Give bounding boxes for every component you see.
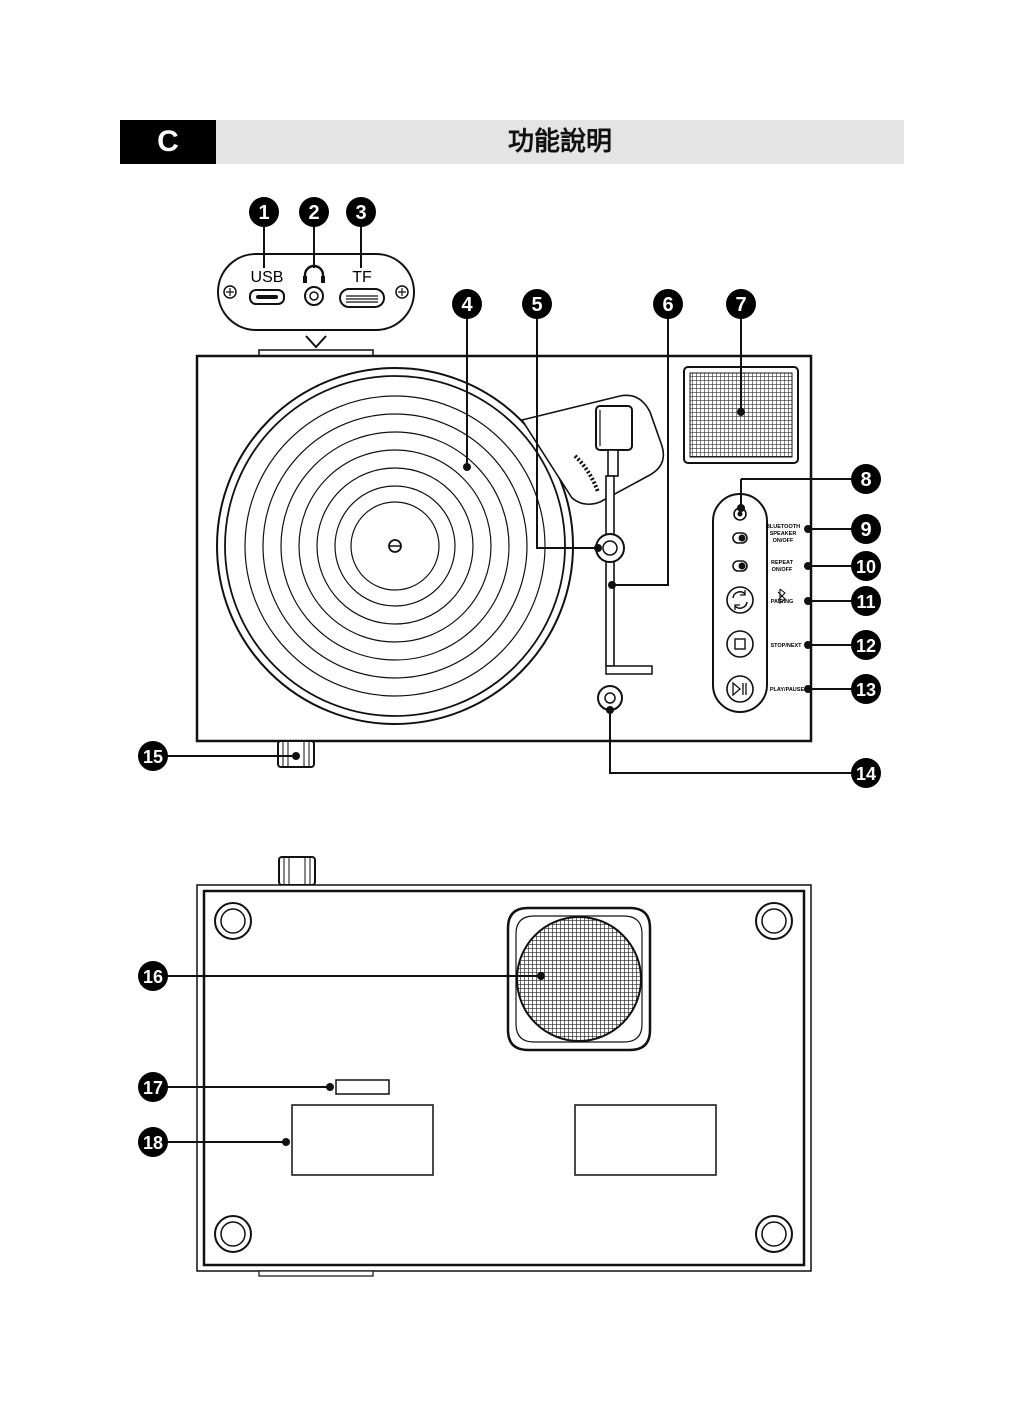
callout-17: 17	[138, 1072, 168, 1102]
svg-text:1: 1	[258, 202, 269, 224]
leader-lines-bottom	[153, 975, 541, 1143]
leader-dots-top	[292, 408, 812, 760]
svg-text:15: 15	[143, 747, 163, 767]
rubber-foot	[755, 902, 793, 940]
svg-text:10: 10	[856, 557, 876, 577]
tonearm[interactable]	[605, 475, 653, 675]
rating-label	[335, 1079, 390, 1095]
svg-text:17: 17	[143, 1078, 163, 1098]
tf-card-slot[interactable]	[339, 288, 385, 308]
header-bar	[216, 120, 904, 164]
callout-11: 11	[851, 586, 881, 616]
repeat-button[interactable]	[726, 586, 754, 614]
turntable-body-bottom	[196, 884, 812, 1272]
callout-18: 18	[138, 1127, 168, 1157]
bluetooth-switch[interactable]	[732, 532, 748, 544]
bluetooth-label-line1: BLUETOOTH	[766, 524, 800, 530]
callout-3: 3	[346, 197, 376, 227]
headphone-jack[interactable]	[304, 286, 324, 306]
compartment-cover-right	[574, 1104, 717, 1176]
svg-text:14: 14	[856, 764, 876, 784]
callout-1: 1	[249, 197, 279, 227]
speaker-grille-bottom	[506, 906, 652, 1052]
tonearm-base	[520, 394, 665, 506]
bluetooth-label-line3: ON/OFF	[773, 538, 794, 544]
volume-knob-bottom	[278, 856, 316, 886]
compartment-cover-left	[291, 1104, 434, 1176]
section-badge	[120, 120, 216, 164]
repeat-label-line1: REPEAT	[771, 560, 794, 566]
svg-text:13: 13	[856, 680, 876, 700]
rubber-foot	[755, 1215, 793, 1253]
callout-10: 10	[851, 551, 881, 581]
svg-text:16: 16	[143, 967, 163, 987]
svg-text:3: 3	[355, 202, 366, 224]
callout-15: 15	[138, 741, 168, 771]
callout-9: 9	[851, 514, 881, 544]
repeat-switch[interactable]	[732, 560, 748, 572]
callout-14: 14	[851, 758, 881, 788]
callout-12: 12	[851, 630, 881, 660]
svg-text:12: 12	[856, 636, 876, 656]
bluetooth-label-line2: SPEAKER	[770, 531, 797, 537]
stop-icon	[734, 638, 746, 650]
svg-text:8: 8	[860, 469, 871, 491]
screw-icon-right	[395, 285, 409, 299]
play-pause-label: PLAY/PAUSE	[770, 687, 805, 693]
callout-16: 16	[138, 961, 168, 991]
stop-next-button[interactable]	[726, 630, 754, 658]
svg-text:9: 9	[860, 519, 871, 541]
repeat-icon	[732, 590, 748, 610]
down-arrow-icon	[305, 335, 327, 349]
leader-dots-bottom	[282, 972, 545, 1146]
repeat-label-line2: ON/OFF	[772, 567, 793, 573]
connector-panel: USB TF	[217, 253, 415, 331]
callout-4: 4	[452, 289, 482, 319]
usb-label: USB	[251, 269, 284, 286]
bluetooth-icon	[777, 588, 786, 605]
lift-lever[interactable]	[597, 685, 623, 711]
tf-label: TF	[352, 269, 372, 286]
stop-next-label: STOP/NEXT	[770, 643, 802, 649]
platter	[216, 367, 574, 725]
svg-text:11: 11	[856, 592, 875, 612]
callout-5: 5	[522, 289, 552, 319]
usb-port[interactable]	[249, 289, 285, 305]
svg-text:5: 5	[531, 294, 542, 316]
rubber-foot	[214, 1215, 252, 1253]
tonearm-rest	[595, 533, 625, 563]
callout-2: 2	[299, 197, 329, 227]
rubber-foot	[214, 902, 252, 940]
svg-text:6: 6	[662, 294, 673, 316]
play-pause-icon	[732, 681, 747, 697]
play-pause-button[interactable]	[726, 675, 754, 703]
svg-text:4: 4	[461, 294, 473, 316]
callout-7: 7	[726, 289, 756, 319]
page-title: 功能說明	[507, 127, 612, 157]
callout-13: 13	[851, 674, 881, 704]
section-letter: C	[157, 125, 179, 158]
svg-text:7: 7	[735, 294, 746, 316]
callout-6: 6	[653, 289, 683, 319]
control-panel	[712, 493, 768, 713]
svg-text:18: 18	[143, 1133, 163, 1153]
svg-text:2: 2	[308, 202, 319, 224]
screw-icon-left	[223, 285, 237, 299]
callout-8: 8	[851, 464, 881, 494]
